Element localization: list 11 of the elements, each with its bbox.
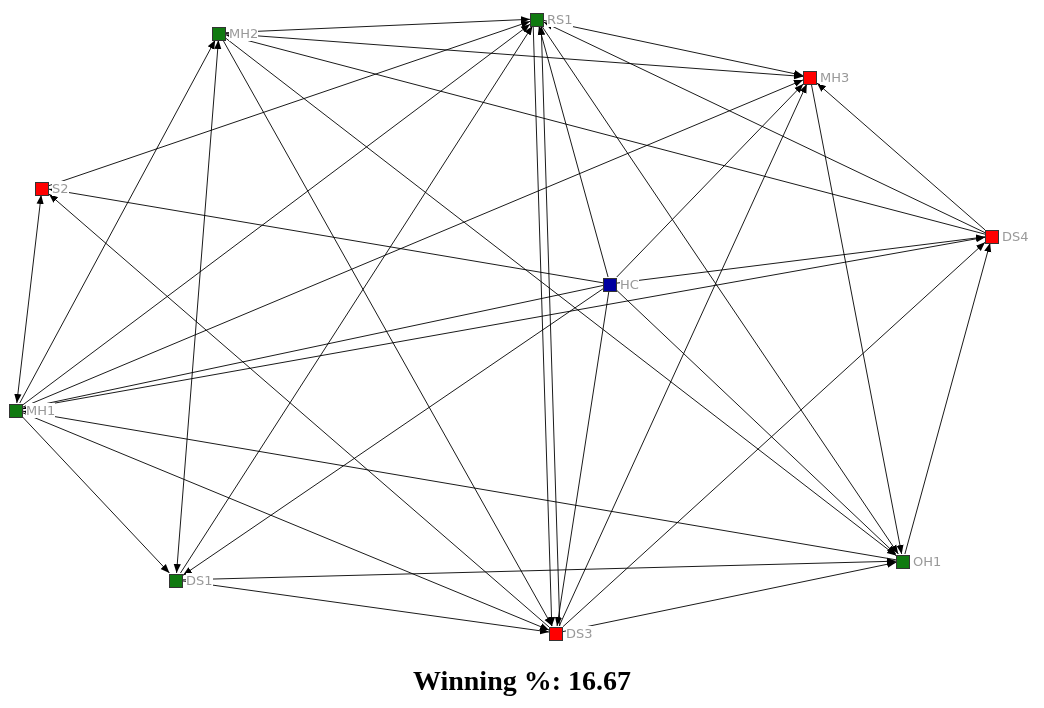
node-label: MH1 (26, 403, 56, 418)
node-label: DS1 (186, 573, 213, 588)
node-label: OH1 (913, 554, 942, 569)
node-label: MH2 (229, 26, 259, 41)
node-label: S2 (52, 181, 69, 196)
node-label: RS1 (547, 12, 573, 27)
node-label: DS3 (566, 626, 593, 641)
caption: Winning %: 16.67 (411, 665, 633, 697)
node-label: DS4 (1002, 229, 1029, 244)
node-label: HC (620, 277, 639, 292)
node-label: MH3 (820, 70, 850, 85)
